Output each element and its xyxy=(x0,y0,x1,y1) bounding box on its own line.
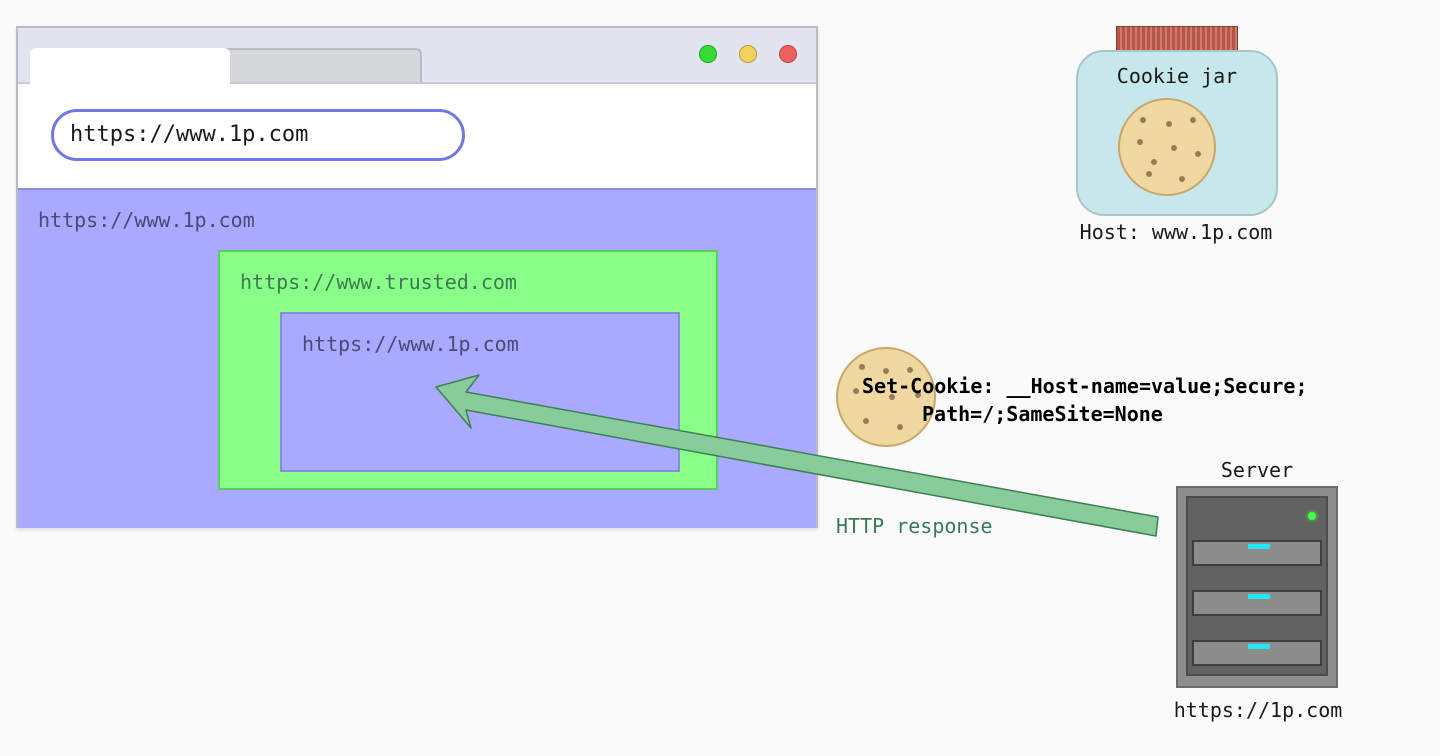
maximize-button[interactable] xyxy=(699,45,717,63)
top-level-frame: https://www.1p.com https://www.trusted.c… xyxy=(18,188,816,528)
close-button[interactable] xyxy=(779,45,797,63)
minimize-button[interactable] xyxy=(739,45,757,63)
server-drive xyxy=(1192,590,1322,616)
cookie-jar-lid xyxy=(1116,26,1238,52)
nested-frame-url-label: https://www.1p.com xyxy=(302,332,519,356)
server-title: Server xyxy=(1220,458,1294,482)
drive-led xyxy=(1248,594,1270,599)
browser-tab-inactive[interactable] xyxy=(222,48,422,82)
browser-window: https://www.1p.com https://www.1p.com ht… xyxy=(16,26,818,528)
server-rack xyxy=(1186,496,1328,676)
cookie-icon xyxy=(836,347,936,447)
server-drive xyxy=(1192,540,1322,566)
server-icon xyxy=(1176,486,1338,688)
cookie-jar-host-caption: Host: www.1p.com xyxy=(1079,220,1273,244)
browser-tab-active[interactable] xyxy=(30,48,230,84)
http-response-label: HTTP response xyxy=(836,514,993,538)
nested-1p-iframe: https://www.1p.com xyxy=(280,312,680,472)
drive-led xyxy=(1248,644,1270,649)
browser-titlebar xyxy=(18,28,816,84)
address-bar[interactable]: https://www.1p.com xyxy=(51,109,465,161)
top-frame-url-label: https://www.1p.com xyxy=(38,208,255,232)
server-power-led xyxy=(1308,512,1316,520)
cookie-icon xyxy=(1118,98,1216,196)
server-url-caption: https://1p.com xyxy=(1173,698,1343,722)
trusted-iframe: https://www.trusted.com https://www.1p.c… xyxy=(218,250,718,490)
server-drive xyxy=(1192,640,1322,666)
set-cookie-line-1: Set-Cookie: __Host-name=value;Secure; xyxy=(862,374,1308,398)
set-cookie-line-2: Path=/;SameSite=None xyxy=(922,402,1163,426)
trusted-frame-url-label: https://www.trusted.com xyxy=(240,270,517,294)
cookie-jar: Cookie jar xyxy=(1076,50,1278,216)
set-cookie-header: Set-Cookie: __Host-name=value;Secure; Pa… xyxy=(862,372,1422,428)
drive-led xyxy=(1248,544,1270,549)
cookie-jar-title: Cookie jar xyxy=(1116,64,1238,88)
